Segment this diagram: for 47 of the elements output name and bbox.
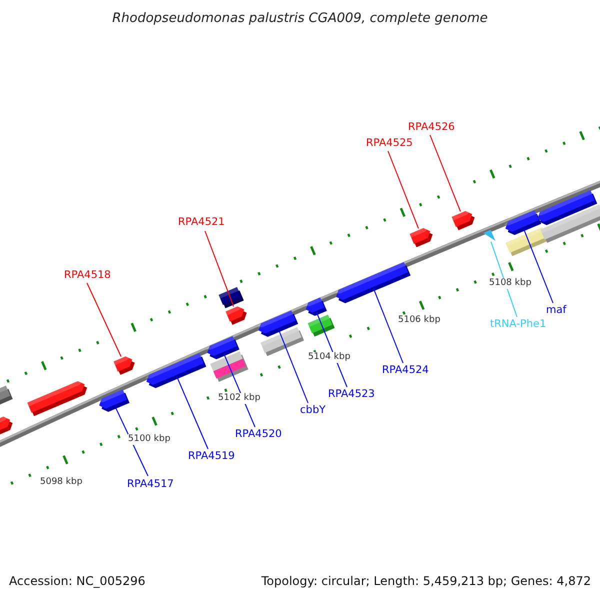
gene-feature bbox=[334, 262, 411, 304]
gene-feature bbox=[145, 353, 206, 388]
leader-line bbox=[523, 228, 554, 304]
leader-line bbox=[430, 134, 461, 212]
position-label: 5098 kbp bbox=[40, 477, 82, 488]
genome-info-text: Topology: circular; Length: 5,459,213 bp; Genes: 4,872 bbox=[261, 574, 591, 588]
position-label: 5100 kbp bbox=[128, 434, 170, 445]
gene-feature bbox=[540, 204, 600, 243]
gene-feature bbox=[452, 210, 475, 230]
leader-line bbox=[114, 406, 148, 476]
gene-feature bbox=[27, 381, 88, 416]
gene-label: tRNA-Phe1 bbox=[490, 318, 546, 330]
leader-line bbox=[490, 241, 518, 318]
gene-label: maf bbox=[546, 304, 566, 316]
gene-feature bbox=[304, 297, 327, 316]
accession-text: Accession: NC_005296 bbox=[9, 574, 146, 588]
gene-label: RPA4521 bbox=[178, 216, 225, 228]
gene-label: RPA4526 bbox=[408, 121, 455, 133]
position-label: 5104 kbp bbox=[308, 352, 350, 363]
gene-label: RPA4519 bbox=[188, 450, 235, 462]
trna-marker bbox=[483, 230, 496, 241]
gene-feature bbox=[0, 416, 13, 437]
gene-feature bbox=[114, 356, 135, 375]
title: Rhodopseudomonas palustris CGA009, complete genome bbox=[111, 10, 489, 28]
leader-line bbox=[278, 329, 308, 404]
gene-feature bbox=[410, 228, 433, 248]
leader-line bbox=[388, 150, 419, 229]
position-label: 5108 kbp bbox=[489, 278, 532, 289]
gene-label: RPA4525 bbox=[366, 137, 413, 149]
gene-feature bbox=[260, 327, 304, 356]
gene-feature bbox=[218, 287, 244, 308]
gene-label: RPA4520 bbox=[235, 428, 282, 440]
gene-label: RPA4518 bbox=[64, 269, 111, 281]
leader-line bbox=[86, 282, 122, 358]
gene-feature bbox=[210, 351, 248, 382]
leader-line bbox=[176, 376, 208, 450]
gene-label: RPA4517 bbox=[127, 478, 174, 490]
gene-feature bbox=[98, 389, 130, 412]
gene-feature bbox=[308, 314, 335, 337]
position-label: 5102 kbp bbox=[218, 393, 260, 404]
gene-label: RPA4524 bbox=[382, 364, 429, 376]
position-label: 5106 kbp bbox=[398, 315, 440, 326]
gene-label: RPA4523 bbox=[328, 388, 375, 400]
gene-feature bbox=[226, 306, 247, 325]
leader-line bbox=[373, 288, 404, 364]
gene-feature bbox=[206, 336, 240, 360]
gene-label: cbbY bbox=[300, 404, 326, 416]
